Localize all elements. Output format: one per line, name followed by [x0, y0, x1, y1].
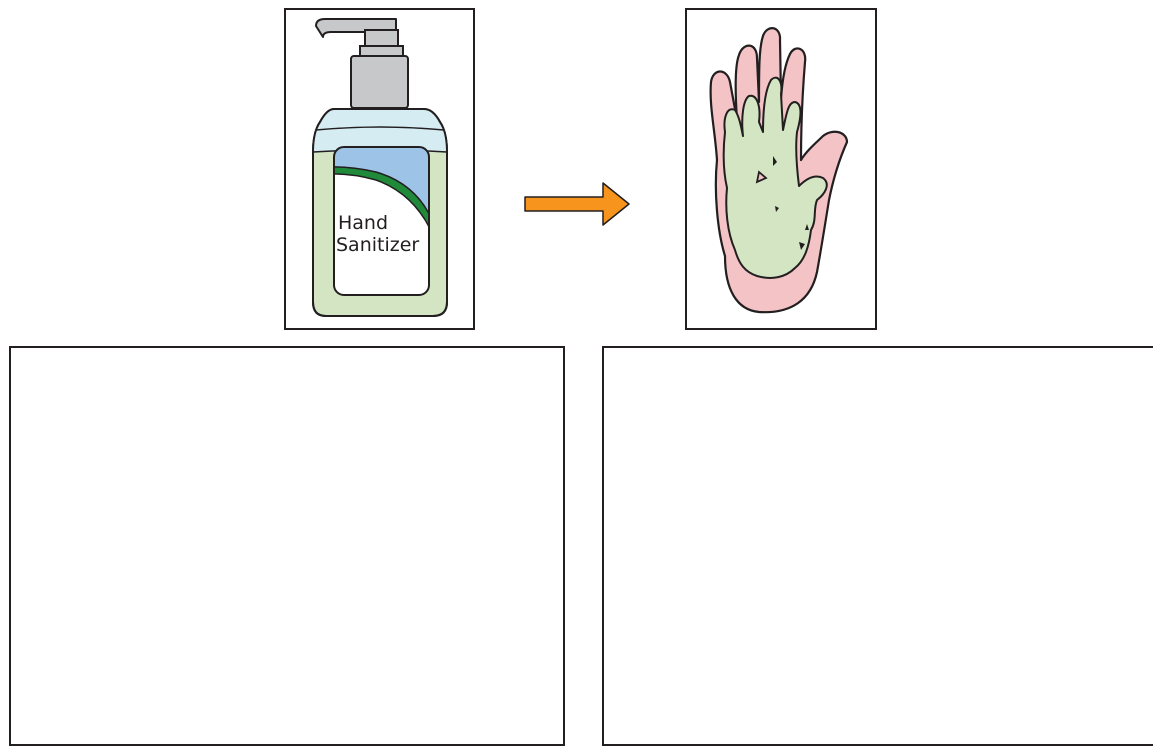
hand-sanitizer-bottle-icon: Hand Sanitizer [286, 10, 473, 328]
empty-answer-panel-right [602, 346, 1153, 746]
label-line-hand: Hand [338, 212, 388, 234]
sanitizer-bottle-card: Hand Sanitizer [284, 8, 475, 330]
empty-answer-panel-left [9, 346, 565, 746]
hand-with-gel-card [685, 8, 877, 330]
label-line-sanitizer: Sanitizer [336, 234, 419, 256]
right-arrow-icon [523, 180, 631, 228]
hand-with-gel-icon [687, 10, 875, 328]
